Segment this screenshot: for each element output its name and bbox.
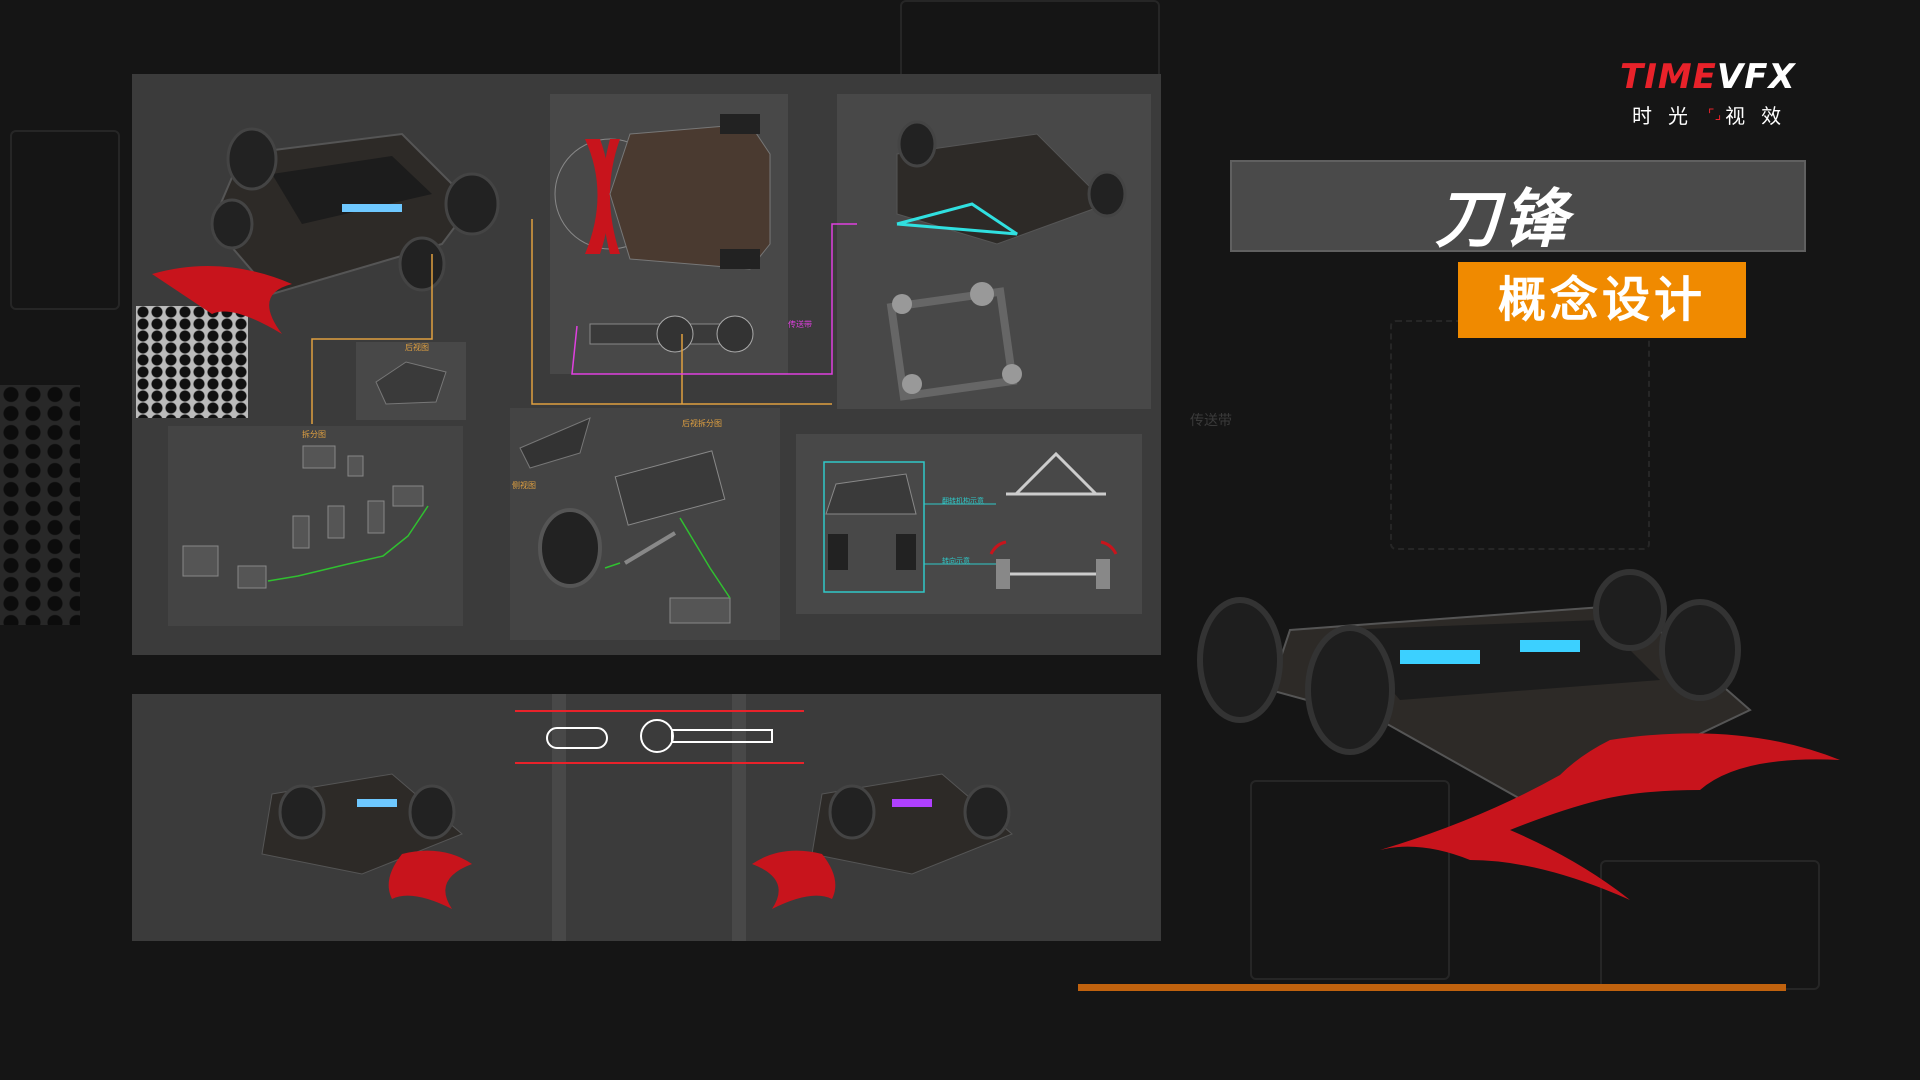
logo-subtitle: 时光 ⌜⌟ 视效 — [1620, 100, 1860, 129]
bg-conveyor-label: 传送带 — [1190, 413, 1232, 429]
hex-texture-swatch — [136, 306, 248, 418]
exploded-view-label: 拆分图 — [302, 430, 326, 439]
accent-divider-line — [1078, 984, 1786, 991]
bg-hex-pattern — [0, 385, 80, 625]
robot-perspective-render — [152, 127, 500, 334]
bg-ghost-belt — [1390, 320, 1650, 550]
page-subtitle: 概念设计 — [1497, 272, 1706, 328]
rear-exploded-label: 后视拆分图 — [682, 419, 722, 428]
mechanism-diagram-box: 翻转机构示意 转向示意 — [796, 434, 1142, 614]
side-view-label: 侧视图 — [512, 481, 536, 490]
brand-logo: TIMEVFX 时光 ⌜⌟ 视效 — [1620, 60, 1860, 130]
bg-ghost-shape — [1250, 780, 1450, 980]
logo-bracket-icon: ⌜⌟ — [1708, 106, 1722, 123]
internal-render-box — [837, 94, 1151, 409]
side-exploded-box — [510, 408, 780, 640]
comparison-panel — [132, 694, 1161, 941]
conveyor-label: 传送带 — [788, 320, 812, 329]
logo-time: TIME — [1620, 57, 1717, 97]
logo-vfx: VFX — [1716, 57, 1796, 97]
diagram-label-bottom: 转向示意 — [942, 557, 970, 565]
rear-view-label: 后视图 — [405, 343, 429, 352]
comparison-render — [261, 694, 1013, 941]
exploded-view-box — [168, 426, 463, 626]
logo-wordmark: TIMEVFX — [1620, 60, 1860, 94]
hero-robot-render — [1197, 569, 1840, 900]
diagram-label-top: 翻转机构示意 — [942, 497, 984, 505]
logo-sub-right: 视效 — [1725, 104, 1798, 128]
concept-sheet-panel: 传送带 后视图 — [132, 74, 1161, 655]
logo-sub-left: 时光 — [1632, 104, 1704, 128]
subtitle-box — [1458, 262, 1746, 338]
title-box — [1230, 160, 1806, 252]
bg-ghost-shape — [10, 130, 120, 310]
top-view-box — [550, 94, 788, 374]
page-title: 刀锋 — [1435, 183, 1571, 257]
rear-view-box — [356, 342, 466, 420]
